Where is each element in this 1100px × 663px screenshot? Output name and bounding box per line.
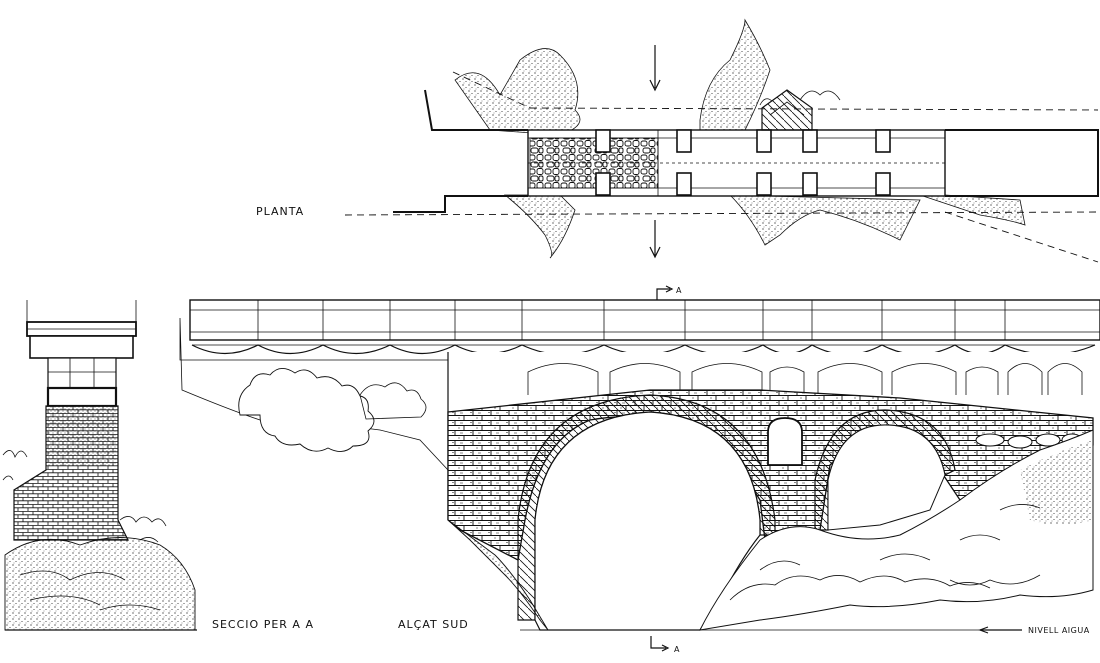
plan-rock-center-lower [729,194,921,246]
plan-rock-center [699,18,771,131]
plan-left-bank-edge [424,89,528,131]
elevation-right-stipple [1020,440,1093,525]
section-arrow-bottom [649,220,661,259]
plan-rock-right [919,194,1026,226]
svg-text:A: A [674,645,680,654]
elevation-deck [189,299,1100,341]
deck-joints [257,300,1006,340]
cross-section-view: SECCIO PER A A [2,300,314,631]
plan-right-bank-edge [945,129,1099,197]
blind-arches [527,363,1083,395]
plan-left-bank-lower [393,195,528,213]
south-elevation-view: ALÇAT SUD [179,299,1100,631]
svg-text:NIVELL AIGUA: NIVELL AIGUA [1028,626,1090,635]
section-marker-top: A [656,285,682,300]
plan-rock-left [454,48,581,136]
label-section: SECCIO PER A A [212,618,314,631]
section-marker-bottom: A [650,636,680,654]
section-vegetation [2,450,167,543]
plan-cutwater [761,89,813,131]
water-level-indicator: NIVELL AIGUA [978,626,1090,635]
elevation-left-terrain [179,317,449,472]
plan-rock-left-lower [503,194,576,259]
elevation-spandrel-window [767,417,803,466]
plan-view: PLANTA [256,18,1099,263]
svg-text:A: A [676,286,682,295]
elevation-left-bushes [238,368,375,452]
label-plan: PLANTA [256,205,304,218]
elevation-small-arch-opening [827,424,946,531]
section-rock-base [4,537,196,631]
plan-parapet-posts [595,129,891,196]
elevation-center-rocks [699,429,1094,631]
elevation-main-arch-opening [534,411,761,631]
section-arrow-top [649,45,661,92]
plan-veg-right [759,90,841,106]
elevation-left-rocks [447,519,549,631]
label-elevation: ALÇAT SUD [398,618,469,631]
